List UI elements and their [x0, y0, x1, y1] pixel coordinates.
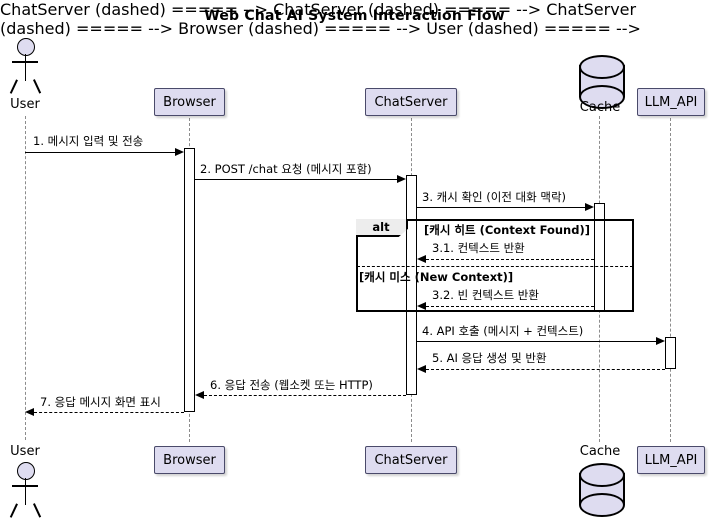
activation-browser — [184, 148, 195, 412]
actor-leg-left-icon — [9, 503, 18, 518]
message-arrowhead-5 — [417, 365, 426, 373]
message-label-3: 3. 캐시 확인 (이전 대화 맥락) — [422, 190, 567, 204]
message-arrowhead-3 — [585, 203, 594, 211]
message-arrowhead-6 — [195, 391, 204, 399]
participant-label-chatserver-bottom: ChatServer — [374, 452, 448, 468]
activation-llm-api — [665, 337, 676, 369]
alt-fragment-operator-tab: alt — [356, 219, 408, 237]
message-line-3 — [417, 207, 585, 208]
activation-chatserver — [406, 175, 417, 395]
participant-label-user-top: User — [10, 97, 40, 112]
message-line-5 — [426, 369, 665, 370]
lifeline-llm-api — [670, 118, 671, 442]
message-arrowhead-1 — [175, 148, 184, 156]
database-cylinder-top-icon — [579, 463, 625, 487]
actor-arms-icon — [12, 61, 38, 63]
message-label-2: 2. POST /chat 요청 (메시지 포함) — [200, 162, 372, 176]
participant-label-llm-api-top: LLM_API — [644, 94, 698, 110]
participant-label-llm-api-bottom: LLM_API — [644, 452, 698, 468]
actor-leg-right-icon — [33, 503, 41, 518]
message-arrowhead-3-2 — [417, 302, 426, 310]
database-cylinder-bottom-icon — [579, 85, 625, 109]
message-line-3-1 — [426, 259, 594, 260]
message-line-3-2 — [426, 306, 594, 307]
participant-label-browser-bottom: Browser — [163, 452, 216, 468]
database-cylinder-top-icon — [579, 55, 625, 79]
participant-llm-api-top[interactable]: LLM_API — [637, 88, 705, 116]
message-label-1: 1. 메시지 입력 및 전송 — [33, 134, 144, 148]
participant-label-chatserver-top: ChatServer — [374, 94, 448, 110]
actor-body-icon — [24, 478, 26, 505]
participant-label-cache-bottom: Cache — [579, 444, 621, 459]
message-label-7: 7. 응답 메시지 화면 표시 — [40, 395, 161, 409]
message-arrowhead-3-1 — [417, 255, 426, 263]
alt-branch-2-condition: [캐시 미스 (New Context)] — [359, 270, 514, 284]
message-label-6: 6. 응답 전송 (웹소켓 또는 HTTP) — [210, 378, 373, 392]
actor-body-icon — [24, 54, 26, 81]
diagram-title: Web Chat AI System Interaction Flow — [204, 8, 505, 24]
alt-branch-1-condition: [캐시 히트 (Context Found)] — [424, 223, 590, 237]
database-cylinder-bottom-icon — [579, 493, 625, 517]
message-arrowhead-4 — [656, 337, 665, 345]
alt-fragment — [356, 219, 634, 312]
participant-llm-api-bottom[interactable]: LLM_API — [637, 446, 705, 474]
message-label-3-2: 3.2. 빈 컨텍스트 반환 — [432, 288, 539, 302]
participant-label-user-bottom: User — [10, 444, 40, 459]
participant-browser-top[interactable]: Browser — [154, 88, 225, 116]
participant-label-browser-top: Browser — [163, 94, 216, 110]
actor-arms-icon — [12, 485, 38, 487]
participant-browser-bottom[interactable]: Browser — [154, 446, 225, 474]
actor-leg-left-icon — [9, 79, 18, 94]
actor-head-icon — [17, 38, 35, 56]
alt-operator-label: alt — [372, 220, 390, 234]
message-label-3-1: 3.1. 컨텍스트 반환 — [432, 241, 525, 255]
participant-label-cache-top: Cache — [579, 100, 621, 115]
alt-branch-divider — [357, 266, 633, 267]
message-line-6 — [204, 395, 406, 396]
actor-user-top[interactable] — [0, 38, 50, 116]
participant-chatserver-top[interactable]: ChatServer — [365, 88, 457, 116]
message-label-4: 4. API 호출 (메시지 + 컨텍스트) — [422, 324, 584, 338]
lifeline-user — [25, 116, 26, 440]
actor-leg-right-icon — [33, 79, 41, 94]
actor-user-bottom[interactable] — [0, 462, 50, 524]
message-line-2 — [195, 179, 397, 180]
participant-chatserver-bottom[interactable]: ChatServer — [365, 446, 457, 474]
participant-cache-bottom[interactable] — [575, 463, 625, 523]
participant-cache-top[interactable] — [575, 55, 625, 115]
message-line-7 — [34, 412, 184, 413]
message-arrowhead-2 — [397, 175, 406, 183]
message-line-4 — [417, 341, 656, 342]
message-arrowhead-7 — [25, 408, 34, 416]
message-label-5: 5. AI 응답 생성 및 반환 — [432, 351, 547, 365]
message-line-1 — [25, 152, 175, 153]
actor-head-icon — [17, 462, 35, 480]
